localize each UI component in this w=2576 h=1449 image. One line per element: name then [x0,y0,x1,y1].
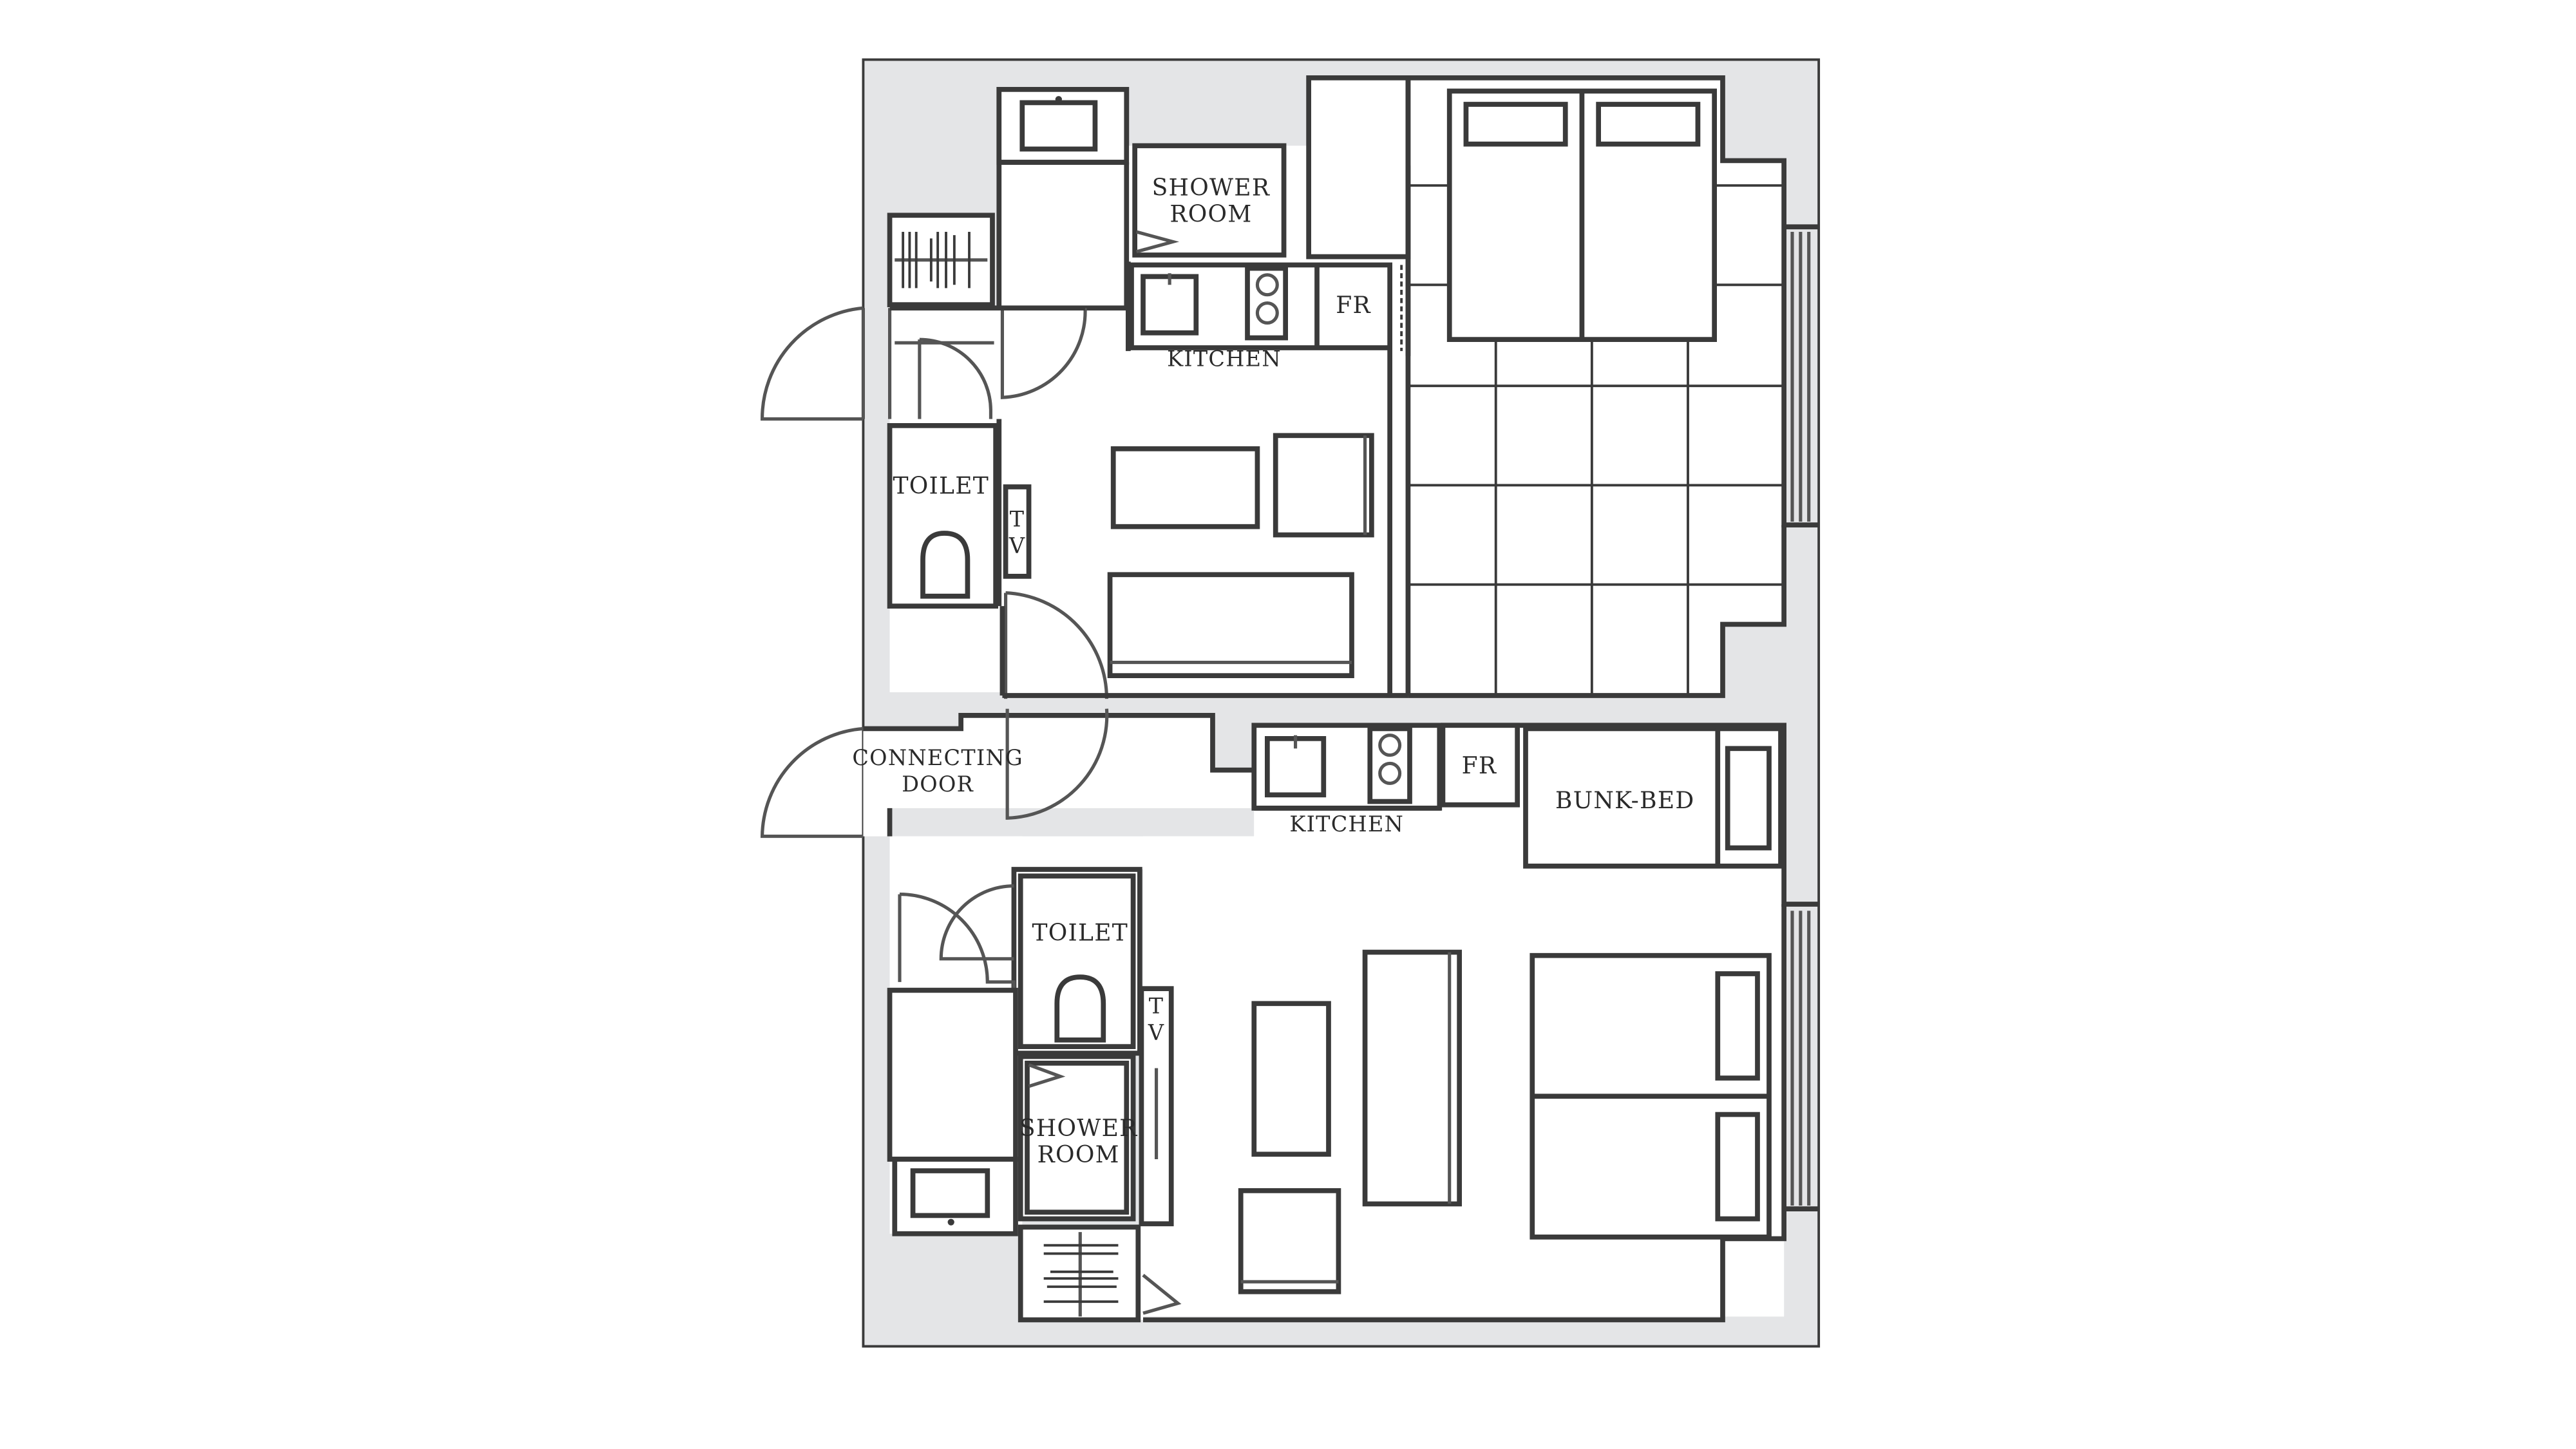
shower-room-upper: SHOWER ROOM [1132,143,1287,258]
tv-upper: T V [1003,484,1032,579]
double-bed-lower [1530,952,1772,1240]
closet-upper [887,213,995,307]
room-door-upper [1004,591,1109,699]
tv-label-upper-t: T [1010,507,1025,532]
connecting-door [760,708,1109,838]
tatami-floor [1408,184,1785,696]
tv-label-lower-v: V [1148,1020,1164,1045]
kitchen-label-lower: KITCHEN [1289,811,1404,837]
table-upper [1110,446,1260,529]
armchair-upper [1273,433,1374,538]
washbasin [996,87,1130,165]
bunk-bed: BUNK-BED [1523,726,1783,869]
armchair-lower [1238,1188,1341,1294]
toilet-label-lower: TOILET [1032,920,1128,947]
tv-label-upper-v: V [1009,533,1025,558]
window-upper [1790,232,1811,522]
kitchen-label-upper: KITCHEN [1167,346,1282,371]
closet-lower [1018,1224,1182,1323]
toilet-room-lower: TOILET [1011,867,1142,1056]
washbasin-lower [887,987,1018,1236]
shower-room-label-line1: SHOWER [1152,175,1271,201]
shower-room-lower: SHOWER ROOM [1018,1054,1138,1222]
window-lower [1790,911,1811,1206]
shower-room-label-line2: ROOM [1170,202,1252,228]
entrance-door-upper [760,305,1087,421]
shower-room-label-lower-line2: ROOM [1037,1142,1120,1168]
double-bed-upper [1446,88,1717,342]
toilet-label-upper: TOILET [893,473,989,499]
table-lower [1251,1001,1331,1157]
wardrobe-upper [1306,75,1411,260]
fridge-label-upper: FR [1336,292,1371,319]
upper-unit: SHOWER ROOM FR KI [760,75,1819,699]
fridge-label-lower: FR [1462,753,1497,779]
lower-unit: FR KITCHEN BUNK-BED [887,723,1819,1323]
bunk-bed-label: BUNK-BED [1555,788,1695,814]
connecting-door-label-line2: DOOR [902,772,974,797]
tv-lower: T V [1139,986,1174,1227]
sofa-upper [1107,572,1354,678]
sofa-lower [1362,949,1463,1207]
connecting-door-label-line1: CONNECTING [852,745,1023,770]
kitchen-upper: FR KITCHEN [1126,261,1392,371]
tv-label-lower-t: T [1149,994,1164,1019]
kitchen-lower: FR KITCHEN [1251,723,1520,837]
shower-room-label-lower-line1: SHOWER [1019,1115,1138,1142]
toilet-room-upper: TOILET [887,419,1002,609]
